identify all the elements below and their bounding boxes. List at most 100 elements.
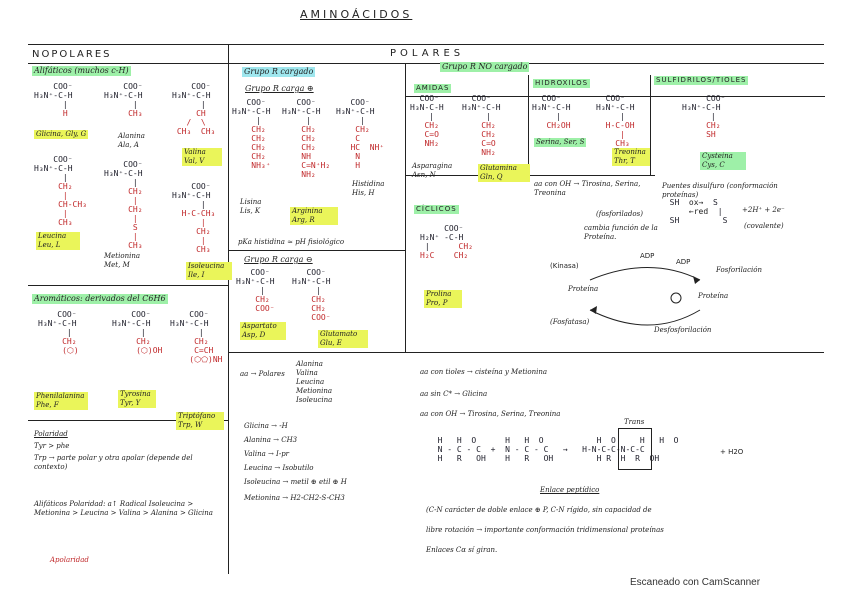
footer-watermark: Escaneado con CamScanner bbox=[630, 577, 761, 588]
serina-label: Serina, Ser, S bbox=[534, 138, 587, 147]
cargado-divider bbox=[405, 63, 406, 353]
subheader-rule bbox=[405, 96, 825, 97]
alanina-r-note: Alanina → CH3 bbox=[244, 436, 298, 444]
apolares-list-item-1: Valina bbox=[296, 369, 318, 377]
grupo-r-cargado-header: Grupo R cargado bbox=[242, 67, 316, 77]
nopolares-header: NOPOLARES bbox=[32, 49, 112, 60]
alifaticos-polaridad-note: Alifáticos Polaridad: a↑ Radical Isoleuc… bbox=[34, 500, 213, 517]
isoleucina-structure: COO⁻ H₃N⁺-C-H | H-C-CH₃ | CH₂ | CH₃ bbox=[172, 182, 216, 254]
trp-note: Trp → parte polar y otra apolar (depende… bbox=[34, 454, 193, 471]
isoleucina-r-note: Isoleucina → metil ⊕ etil ⊕ H bbox=[244, 478, 347, 486]
arginina-structure: COO⁻ H₃N⁺-C-H | CH₂ CH₂ CH₂ NH C=N⁺H₂ NH… bbox=[282, 98, 331, 179]
polar-divider bbox=[228, 44, 229, 574]
leucina-r-note: Leucina → Isobutilo bbox=[244, 464, 314, 472]
grupo-r-carga-neg: Grupo R carga ⊖ bbox=[244, 255, 313, 264]
nopolar-low-rule bbox=[28, 420, 228, 421]
aa-tioles-note: aa con tioles → cisteína y Metionina bbox=[420, 368, 548, 376]
phosphorylation-cycle-diagram bbox=[589, 267, 701, 326]
cargado-mid-rule bbox=[228, 250, 405, 251]
treonina-structure: COO⁻ H₃N⁺-C-H | H-C-OH | CH₃ bbox=[596, 94, 635, 148]
sulfidrilos-header: SULFIDRILOS/TIOLES bbox=[654, 76, 749, 85]
treonina-label: Treonina Thr, T bbox=[612, 148, 650, 166]
asparagina-structure: COO⁻ H₃N-C-H | CH₂ C=O NH₂ bbox=[410, 94, 444, 148]
apolares-list-item-0: Alanina bbox=[296, 360, 323, 368]
center-rule bbox=[228, 352, 824, 353]
glutamina-structure: COO⁻ H₃N⁺-C-H | CH₂ CH₂ C=O NH₂ bbox=[462, 94, 501, 157]
metionina-label: Metionina Met, M bbox=[104, 252, 141, 269]
histidina-structure: COO⁻ H₃N⁺-C-H | CH₂ C HC NH⁺ N H bbox=[336, 98, 385, 170]
grupo-r-carga-pos: Grupo R carga ⊕ bbox=[245, 84, 314, 93]
triptofano-label: Triptófano Trp, W bbox=[176, 412, 224, 430]
arginina-label: Arginina Arg, R bbox=[290, 207, 338, 225]
pka-histidina-note: pKa histidina ≈ pH fisiológico bbox=[238, 238, 345, 246]
cambia-funcion-note: cambia función de la Proteína. bbox=[584, 224, 658, 241]
covalente-note: (covalente) bbox=[744, 222, 784, 230]
aromaticos-header: Aromáticos: derivados del C6H6 bbox=[32, 294, 168, 304]
cisteina-label: Cysteina Cys, C bbox=[700, 152, 746, 170]
page-title: AMINOÁCIDOS bbox=[300, 8, 413, 21]
polaridad-title: Polaridad bbox=[34, 430, 68, 438]
amidas-header: AMIDAS bbox=[414, 84, 452, 93]
alifaticos-header: Alifáticos (muchos c-H) bbox=[32, 66, 131, 76]
leucina-label: Leucina Leu, L bbox=[36, 232, 80, 250]
glutamato-label: Glutamato Glu, E bbox=[318, 330, 368, 348]
h2o-label: + H2O bbox=[720, 448, 744, 456]
peptide-reaction: H H O H H O H O H H O N - C - C + N - C … bbox=[437, 436, 679, 463]
disulf-products: +2H⁺ + 2e⁻ bbox=[742, 206, 785, 214]
glicina-label: Glicina, Gly, G bbox=[34, 130, 89, 139]
metionina-structure: COO⁻ H₃N⁺-C-H | CH₂ | CH₂ | S | CH₃ bbox=[104, 160, 143, 250]
serina-structure: COO⁻ H₃N⁺-C-H | CH₂OH bbox=[532, 94, 571, 130]
hidroxilos-sulfidrilos-divider bbox=[650, 75, 651, 175]
ciclicos-header: CÍCLICOS bbox=[414, 205, 459, 214]
aa-sin-c-note: aa sin C* → Glicina bbox=[420, 390, 488, 398]
leucina-structure: COO⁻ H₃N⁺-C-H | CH₂ | CH-CH₃ | CH₃ bbox=[34, 155, 87, 227]
adp-label-2: ADP bbox=[676, 258, 691, 266]
trans-label: Trans bbox=[624, 418, 645, 426]
isoleucina-label: Isoleucina Ile, I bbox=[186, 262, 232, 280]
aspartato-label: Aspartato Asp, D bbox=[240, 322, 286, 340]
amidas-hidroxilos-divider bbox=[528, 75, 529, 175]
apolares-list-item-3: Metionina bbox=[296, 387, 333, 395]
alanina-label: Alanina Ala, A bbox=[118, 132, 145, 149]
enlace-desc-1: (C-N carácter de doble enlace ⊕ P, C-N r… bbox=[426, 506, 652, 514]
asparagina-label: Asparagina Asn, N bbox=[412, 162, 453, 179]
enlace-desc-3: Enlaces Cα sí giran. bbox=[426, 546, 498, 554]
header-rule bbox=[28, 63, 824, 64]
prolina-structure: COO⁻ H₂N⁺ -C-H | CH₂ H₂C CH₂ bbox=[420, 224, 473, 260]
desfosforilacion-label: Desfosforilación bbox=[654, 326, 712, 334]
cisteina-structure: COO⁻ H₃N⁺-C-H | CH₂ SH bbox=[682, 94, 726, 139]
aa-con-oh-note: aa con OH → Tirosina, Serina, Treonina bbox=[534, 180, 641, 197]
lisina-label: Lisina Lis, K bbox=[240, 198, 262, 215]
glutamina-label: Glutamina Gln, Q bbox=[478, 164, 530, 182]
valina-label: Valina Val, V bbox=[182, 148, 222, 166]
metionina-r-note: Metionina → H2-CH2-S-CH3 bbox=[244, 494, 345, 502]
enlace-desc-2: libre rotación → importante conformación… bbox=[426, 526, 664, 534]
proteina-right: Proteína bbox=[698, 292, 729, 300]
fosforilados-note: (fosforilados) bbox=[596, 210, 643, 218]
amidas-bottom-rule bbox=[405, 175, 655, 176]
aa-con-oh2-note: aa con OH → Tirosina, Serina, Treonina bbox=[420, 410, 561, 418]
fosfatasa-label: (Fosfatasa) bbox=[550, 318, 590, 326]
glutamato-structure: COO⁻ H₃N⁺-C-H | CH₂ CH₂ COO⁻ bbox=[292, 268, 331, 322]
aspartato-structure: COO⁻ H₃N⁺-C-H | CH₂ COO⁻ bbox=[236, 268, 275, 313]
tyr-phe-note: Tyr > phe bbox=[34, 442, 70, 450]
peptide-bond-box bbox=[618, 428, 652, 470]
proteina-left: Proteína bbox=[568, 285, 599, 293]
fenilalanina-structure: COO⁻ H₃N⁺-C-H | CH₂ (⬡) bbox=[38, 310, 79, 355]
nopolar-mid-rule bbox=[28, 285, 228, 286]
tirosina-label: Tyrosina Tyr, Y bbox=[118, 390, 156, 408]
triptofano-structure: COO⁻ H₃N⁺-C-H | CH₂ C=CH (⬡⬠)NH bbox=[170, 310, 223, 364]
hidroxilos-header: HIDROXILOS bbox=[533, 79, 591, 88]
tirosina-structure: COO⁻ H₃N⁺-C-H | CH₂ (⬡)OH bbox=[112, 310, 163, 355]
apolares-list-label: aa → Polares bbox=[240, 370, 285, 378]
alanina-structure: COO⁻ H₃N⁺-C-H | CH₃ bbox=[104, 82, 143, 118]
prolina-label: Prolina Pro, P bbox=[424, 290, 462, 308]
histidina-label: Histidina His, H bbox=[352, 180, 385, 197]
disulfuro-structure: SH ox→ S ←red | SH S bbox=[660, 198, 728, 225]
apolares-list-item-2: Leucina bbox=[296, 378, 325, 386]
fenilalanina-label: Phenilalanina Phe, F bbox=[34, 392, 88, 410]
adp-label: ADP bbox=[640, 252, 655, 260]
glicina-structure: COO⁻ H₃N⁺-C-H | H bbox=[34, 82, 73, 118]
grupo-r-no-cargado-header: Grupo R NO cargado bbox=[440, 62, 530, 72]
glicina-r-note: Glicina → -H bbox=[244, 422, 288, 430]
